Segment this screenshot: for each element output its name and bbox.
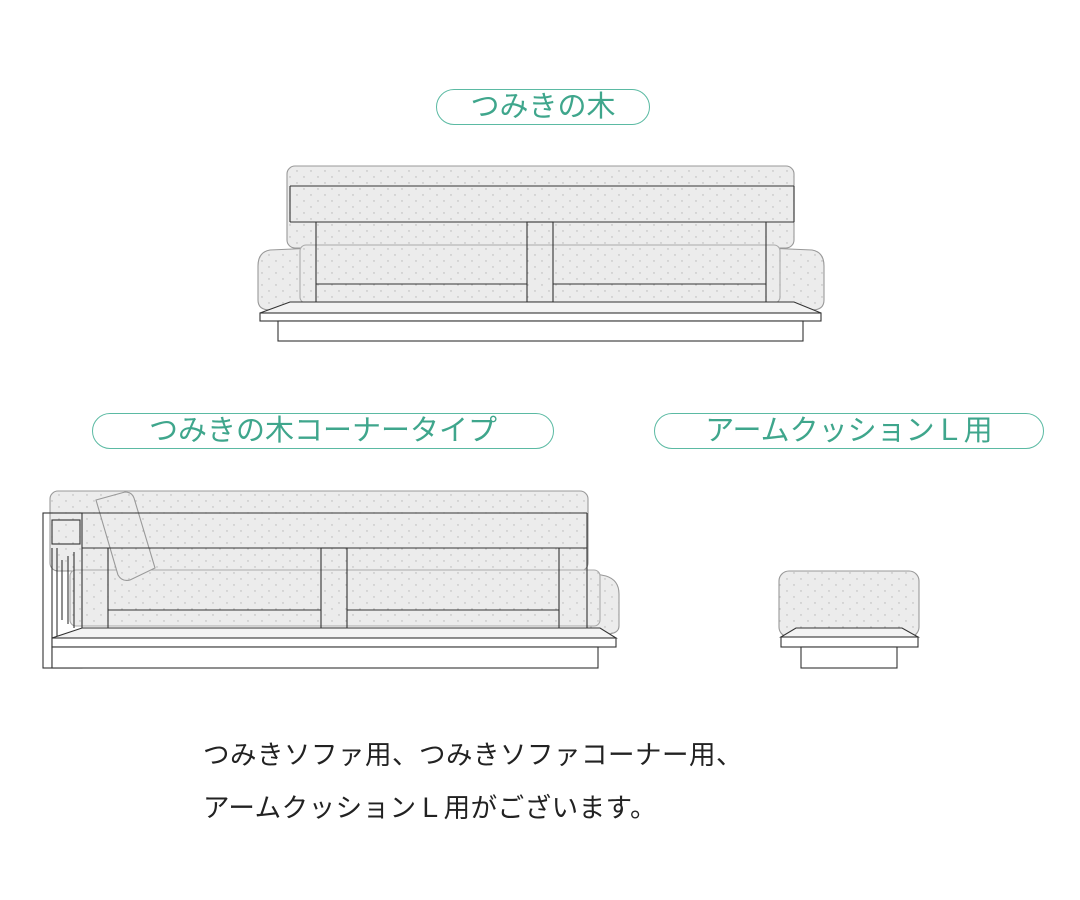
caption-line-1: つみきソファ用、つみきソファコーナー用、 <box>203 740 743 771</box>
caption-line-2: アームクッションＬ用がございます。 <box>203 793 657 824</box>
sofa-illustration <box>257 165 825 342</box>
corner-sofa-illustration <box>42 490 620 669</box>
arm-cushion-body <box>778 570 920 638</box>
corner-seat-cushion <box>69 569 601 627</box>
sofa-back-cushion <box>286 165 795 249</box>
product-label-arm-cushion: アームクッションＬ用 <box>654 413 1044 449</box>
arm-cushion-illustration <box>778 570 921 669</box>
sofa-seat-cushion <box>299 244 781 304</box>
product-label-sofa: つみきの木 <box>436 89 650 125</box>
product-label-corner-sofa: つみきの木コーナータイプ <box>92 413 554 449</box>
corner-side-cushion <box>95 491 156 581</box>
